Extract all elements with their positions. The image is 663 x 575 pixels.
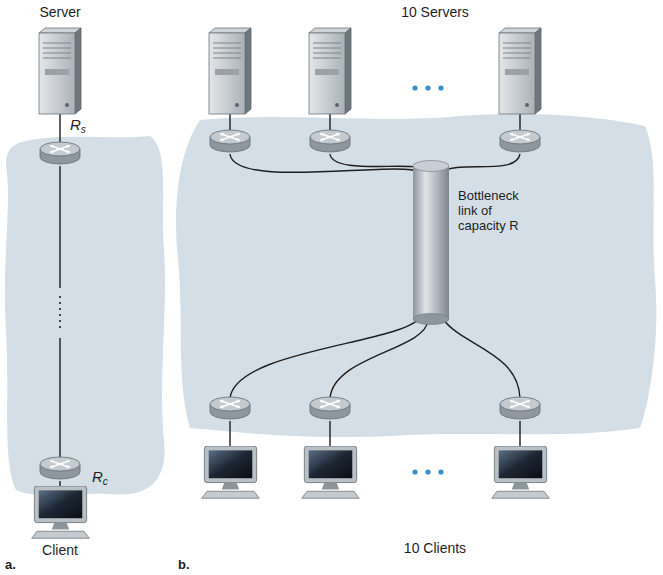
- access-link: [329, 114, 330, 130]
- client-computer-icon: [302, 446, 359, 498]
- caption-label: Server: [39, 4, 80, 21]
- router-icon: [210, 397, 250, 419]
- access-link: [519, 114, 520, 130]
- router-icon: [500, 397, 540, 419]
- router-icon: [310, 130, 350, 152]
- cylinder-top: [413, 161, 449, 172]
- bottleneck-cylinder: [412, 160, 450, 325]
- access-link: [229, 114, 230, 130]
- router-icon: [40, 142, 80, 164]
- client-computer-icon: [492, 446, 549, 498]
- router-icon: [310, 397, 350, 419]
- server-icon: [309, 28, 351, 114]
- path-link: [59, 166, 60, 288]
- ellipsis-dots: [412, 469, 443, 474]
- caption-label: 10 Clients: [404, 540, 466, 557]
- path-link: [59, 338, 60, 457]
- server-icon: [209, 28, 251, 114]
- link-rate-label: Rc: [92, 468, 108, 490]
- access-link: [59, 114, 60, 142]
- cylinder-body: [413, 166, 449, 319]
- path-link-dotted: [59, 296, 61, 332]
- ellipsis-dots: [412, 85, 443, 90]
- router-icon: [40, 457, 80, 479]
- access-link: [329, 421, 330, 448]
- network-cloud: [176, 114, 656, 437]
- router-icon: [500, 130, 540, 152]
- caption-label: a.: [5, 556, 16, 573]
- client-computer-icon: [32, 486, 89, 538]
- link-from-bottleneck: [330, 321, 428, 398]
- bottleneck-link: Bottleneck link of capacity R: [412, 160, 450, 325]
- network-cloud: [5, 136, 165, 495]
- links: [230, 114, 520, 448]
- link-from-bottleneck: [230, 318, 420, 398]
- access-link: [229, 421, 230, 448]
- link-to-bottleneck: [230, 154, 420, 172]
- link-to-bottleneck: [442, 154, 520, 172]
- caption-label: 10 Servers: [401, 4, 469, 21]
- caption-label: Client: [42, 542, 78, 559]
- link-from-bottleneck: [442, 318, 520, 398]
- access-link: [519, 421, 520, 448]
- link-rate-label: Rs: [70, 116, 86, 138]
- caption-label: b.: [178, 556, 190, 573]
- bottleneck-label: Bottleneck link of capacity R: [458, 188, 538, 233]
- client-computer-icon: [202, 446, 259, 498]
- router-icon: [210, 130, 250, 152]
- cylinder-bottom: [413, 314, 449, 325]
- server-icon: [39, 28, 81, 114]
- server-icon: [499, 28, 541, 114]
